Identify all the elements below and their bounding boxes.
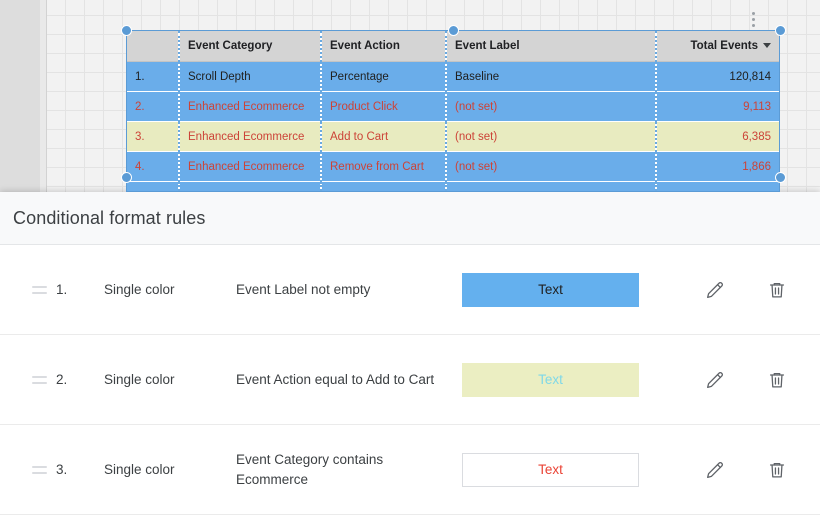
kebab-dot [751, 23, 755, 27]
cell-event-action: Add to Cart [320, 121, 446, 152]
cell-index: 1. [127, 61, 179, 92]
cell-event-action: Percentage [320, 61, 446, 92]
table-row[interactable]: 3. Enhanced Ecommerce Add to Cart (not s… [127, 121, 779, 152]
column-header-event-label[interactable]: Event Label [445, 31, 656, 62]
rule-row[interactable]: 3. Single color Event Category contains … [0, 425, 820, 515]
sort-descending-icon[interactable] [763, 43, 771, 49]
drag-bar [32, 291, 47, 294]
selection-handle-bottom-right[interactable] [775, 172, 786, 183]
cell-total-events: 6,385 [655, 121, 779, 152]
drag-handle-icon[interactable] [12, 375, 47, 384]
cell-event-category: Enhanced Ecommerce [178, 181, 321, 191]
cell-index: 3. [127, 121, 179, 152]
rule-row[interactable]: 1. Single color Event Label not empty Te… [0, 245, 820, 335]
rule-preview-swatch: Text [462, 362, 639, 397]
conditional-format-rules-panel: Conditional format rules 1. Single color… [0, 192, 820, 524]
canvas-left-margin-strip [40, 0, 47, 192]
selection-handle-bottom-left[interactable] [121, 172, 132, 183]
drag-bar [32, 381, 47, 384]
data-table: Event Category Event Action Event Label … [127, 31, 779, 191]
cell-event-label: (not set) [445, 91, 656, 122]
delete-rule-icon[interactable] [764, 277, 790, 303]
column-header-event-action[interactable]: Event Action [320, 31, 446, 62]
column-header-total-events-text: Total Events [690, 40, 758, 52]
rule-row[interactable]: 2. Single color Event Action equal to Ad… [0, 335, 820, 425]
cell-event-label: (not set) [445, 151, 656, 182]
rule-type: Single color [104, 462, 175, 477]
table-row[interactable]: 5. Enhanced Ecommerce Quickview Click An… [127, 181, 779, 191]
rule-preview: Text [462, 452, 664, 487]
rule-actions [664, 457, 808, 483]
rule-index: 2. [56, 372, 68, 387]
rule-preview-swatch: Text [462, 452, 639, 487]
drag-handle-icon[interactable] [12, 465, 47, 474]
column-header-event-category[interactable]: Event Category [178, 31, 321, 62]
cell-event-action: Remove from Cart [320, 151, 446, 182]
rule-index: 3. [56, 462, 68, 477]
page-title: Conditional format rules [13, 207, 206, 228]
cell-event-category: Scroll Depth [178, 61, 321, 92]
panel-header: Conditional format rules [0, 192, 820, 245]
rule-condition: Event Category contains Ecommerce [236, 451, 384, 487]
cell-total-events: 120,814 [655, 61, 779, 92]
delete-rule-icon[interactable] [764, 457, 790, 483]
cell-index: 5. [127, 181, 179, 191]
table-header-row: Event Category Event Action Event Label … [127, 31, 779, 62]
cell-index: 2. [127, 91, 179, 122]
edit-rule-icon[interactable] [702, 457, 728, 483]
drag-bar [32, 375, 47, 378]
cell-index: 4. [127, 151, 179, 182]
drag-bar [32, 471, 47, 474]
cell-total-events: 9,113 [655, 91, 779, 122]
canvas-left-gutter [0, 0, 40, 192]
table-row[interactable]: 1. Scroll Depth Percentage Baseline 120,… [127, 61, 779, 92]
cell-event-category: Enhanced Ecommerce [178, 121, 321, 152]
rule-index: 1. [56, 282, 68, 297]
table-row[interactable]: 4. Enhanced Ecommerce Remove from Cart (… [127, 151, 779, 182]
cell-total-events: 1,866 [655, 151, 779, 182]
cell-event-category: Enhanced Ecommerce [178, 91, 321, 122]
table-body: 1. Scroll Depth Percentage Baseline 120,… [127, 61, 779, 191]
delete-rule-icon[interactable] [764, 367, 790, 393]
rules-list: 1. Single color Event Label not empty Te… [0, 245, 820, 515]
rule-preview-swatch: Text [462, 272, 639, 307]
cell-event-label: Android Tee Hoodie Black [445, 181, 656, 191]
drag-handle-icon[interactable] [12, 285, 47, 294]
selection-handle-top-left[interactable] [121, 25, 132, 36]
kebab-dot [751, 17, 755, 21]
rule-actions [664, 367, 808, 393]
rule-preview: Text [462, 362, 664, 397]
drag-bar [32, 465, 47, 468]
data-table-widget[interactable]: Event Category Event Action Event Label … [126, 30, 780, 192]
cell-event-label: (not set) [445, 121, 656, 152]
cell-event-action: Quickview Click [320, 181, 446, 191]
rule-condition: Event Action equal to Add to Cart [236, 371, 435, 387]
rule-condition: Event Label not empty [236, 281, 371, 297]
rule-type: Single color [104, 282, 175, 297]
more-options-icon[interactable] [746, 6, 760, 32]
column-header-total-events[interactable]: Total Events [655, 31, 779, 62]
report-canvas: Event Category Event Action Event Label … [0, 0, 820, 192]
rule-actions [664, 277, 808, 303]
cell-event-category: Enhanced Ecommerce [178, 151, 321, 182]
table-row[interactable]: 2. Enhanced Ecommerce Product Click (not… [127, 91, 779, 122]
kebab-dot [751, 11, 755, 15]
edit-rule-icon[interactable] [702, 367, 728, 393]
selection-handle-top-middle[interactable] [448, 25, 459, 36]
drag-bar [32, 285, 47, 288]
cell-event-label: Baseline [445, 61, 656, 92]
cell-event-action: Product Click [320, 91, 446, 122]
column-header-index[interactable] [127, 31, 179, 62]
rule-preview: Text [462, 272, 664, 307]
cell-total-events: 1,220 [655, 181, 779, 191]
edit-rule-icon[interactable] [702, 277, 728, 303]
rule-type: Single color [104, 372, 175, 387]
selection-handle-top-right[interactable] [775, 25, 786, 36]
